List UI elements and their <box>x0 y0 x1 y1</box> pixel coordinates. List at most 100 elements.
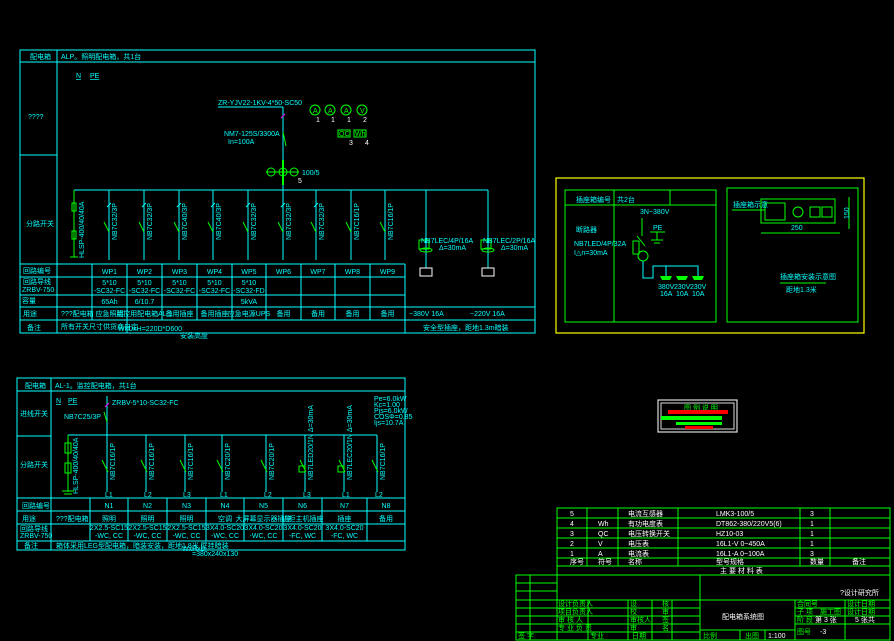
wire-spec: -SC32-FD <box>233 288 265 295</box>
socket-rating: ~220V 16A <box>470 311 505 318</box>
wire-spec: -SC32-FC <box>129 288 161 295</box>
meter-symbol: A <box>344 108 349 115</box>
breaker-label: NB7C16/1P <box>354 203 361 240</box>
signoff-label: 审 核 人 <box>558 615 583 624</box>
sheet-number: 第 3 张 <box>815 615 837 624</box>
feed-cable-label-2: ZRBV-5*10-SC32-FC <box>112 400 179 407</box>
main-breaker-label: NM7-125S/3300A <box>224 131 280 138</box>
wire-spec: 5*10 <box>137 280 152 287</box>
phase-label: L2 <box>144 492 152 499</box>
meter-icon <box>309 104 321 116</box>
material-cell: HZ10-03 <box>716 531 743 538</box>
date-label: 设计日期 <box>847 607 875 616</box>
material-cell: 2 <box>570 541 574 548</box>
breaker-label: NB7C32/3P <box>251 203 258 240</box>
row-label-incoming: ???? <box>28 114 44 121</box>
socket-icon <box>692 276 704 280</box>
bus-label-pe-2: PE <box>68 398 78 405</box>
signoff-label: 审 <box>630 623 637 632</box>
capacity: 6/10.7 <box>135 299 155 306</box>
material-header: 名称 <box>628 557 642 566</box>
signoff-label: 设计负责人 <box>558 599 593 608</box>
breaker-label: NB7C16/1P <box>380 443 387 480</box>
rcd-trip-label: Δ=30mA <box>501 245 528 252</box>
material-cell: 电压表 <box>628 539 649 548</box>
sheet-total: 5 张共 <box>855 615 875 624</box>
wire-spec: -FC, WC <box>289 533 316 540</box>
circuit-number: N3 <box>182 503 191 510</box>
material-header: 符号 <box>598 557 612 566</box>
rcd-icon <box>337 465 345 473</box>
load-calc: Pe=6.0kW <box>374 396 407 403</box>
table-cell: ???配电箱 <box>56 514 89 523</box>
rcd-label: NB7LEC/4P/16A <box>421 238 473 245</box>
material-cell: 1 <box>810 541 814 548</box>
surge-label: HLSP-400/40/40A <box>79 201 86 258</box>
socket-current: 16A <box>660 291 673 298</box>
socket-voltage: 230V <box>674 284 691 291</box>
material-cell: A <box>598 551 603 558</box>
socket-box-label: 插座箱示意 <box>733 200 768 209</box>
circuit-use: 备用 <box>381 309 395 318</box>
breaker-switch-icon <box>310 221 317 233</box>
circuit-use: 应急照明 <box>96 309 124 318</box>
table-header: ZRBV-750 <box>20 533 52 540</box>
breaker-switch-icon <box>101 459 109 473</box>
load-calc: COSΦ=0.85 <box>374 414 413 421</box>
wire-spec: 5*10 <box>102 280 117 287</box>
breaker-switch-icon <box>371 459 379 473</box>
circuit-number: WP7 <box>310 269 325 276</box>
detail-header-label: 插座箱编号 <box>576 195 611 204</box>
institute-name: ?设计研究所 <box>840 588 879 597</box>
date-label: 设计日期 <box>847 599 875 608</box>
wire-spec: -WC, CC <box>173 533 201 540</box>
socket-note: 安全型插座，距地1.3m暗装 <box>423 323 509 332</box>
capacity: 5kVA <box>241 299 258 306</box>
bus-label-n: N <box>76 73 81 80</box>
socket-voltage: 230V <box>690 284 707 291</box>
wire-spec: -FC, WC <box>331 533 358 540</box>
table-header: 回路编号 <box>23 266 51 275</box>
circuit-number: N4 <box>221 503 230 510</box>
bus-label-n-2: N <box>56 398 61 405</box>
legend-title: 图 例 说 明 <box>684 403 718 412</box>
circuit-use: 照明 <box>180 515 194 523</box>
socket-current: 10A <box>676 291 689 298</box>
table-header: 回路导线 <box>20 524 48 533</box>
panel-note: 箱体采用LEG型配电箱，暗装安装，距地1.8米 壁挂暗装 <box>56 541 229 550</box>
detail-caption: 插座箱安装示意图 <box>780 272 836 281</box>
breaker-switch-icon <box>140 459 148 473</box>
breaker-switch-icon <box>216 459 224 473</box>
panel-alp-header-label: 配电箱 <box>30 52 51 61</box>
socket-icon <box>660 276 672 280</box>
breaker-label: NB7LED20/1N Δ=30mA <box>308 405 315 480</box>
material-cell: LMK3-100/5 <box>716 511 754 518</box>
scale-value: 1:100 <box>768 633 786 640</box>
meter-icon <box>340 104 352 116</box>
phase-label: L3 <box>183 492 191 499</box>
load-calc: Pjs=6.0kW <box>374 408 408 415</box>
row-label-incoming-2: 进线开关 <box>20 409 48 418</box>
breaker-label: NB7C20/1P <box>269 443 276 480</box>
phase-mark <box>313 202 319 208</box>
panel-alp-frame <box>19 49 536 334</box>
socket-icon <box>481 267 495 277</box>
wire-spec: 5*10 <box>207 280 222 287</box>
breaker-switch-icon <box>379 221 386 233</box>
row-label-branch: 分路开关 <box>26 219 54 228</box>
material-header: 备注 <box>852 557 866 566</box>
signoff-label: 核 <box>662 599 669 608</box>
meter-number: 1 <box>331 117 335 124</box>
bottom-label: 专业 <box>590 631 604 640</box>
surge-label: HLSP-400/40/40A <box>73 437 80 494</box>
circuit-use: 应急电源UPS <box>228 309 271 318</box>
circuit-number: WP2 <box>137 269 152 276</box>
wire-spec: 2X2.5-SC15 <box>128 525 166 532</box>
circuit-use: 监控用配电箱AL-1 <box>116 309 173 318</box>
table-header: 回路编号 <box>22 501 50 510</box>
material-cell: 5 <box>570 511 574 518</box>
circuit-use: 照明 <box>102 515 116 523</box>
box-wh-icon <box>353 129 367 138</box>
